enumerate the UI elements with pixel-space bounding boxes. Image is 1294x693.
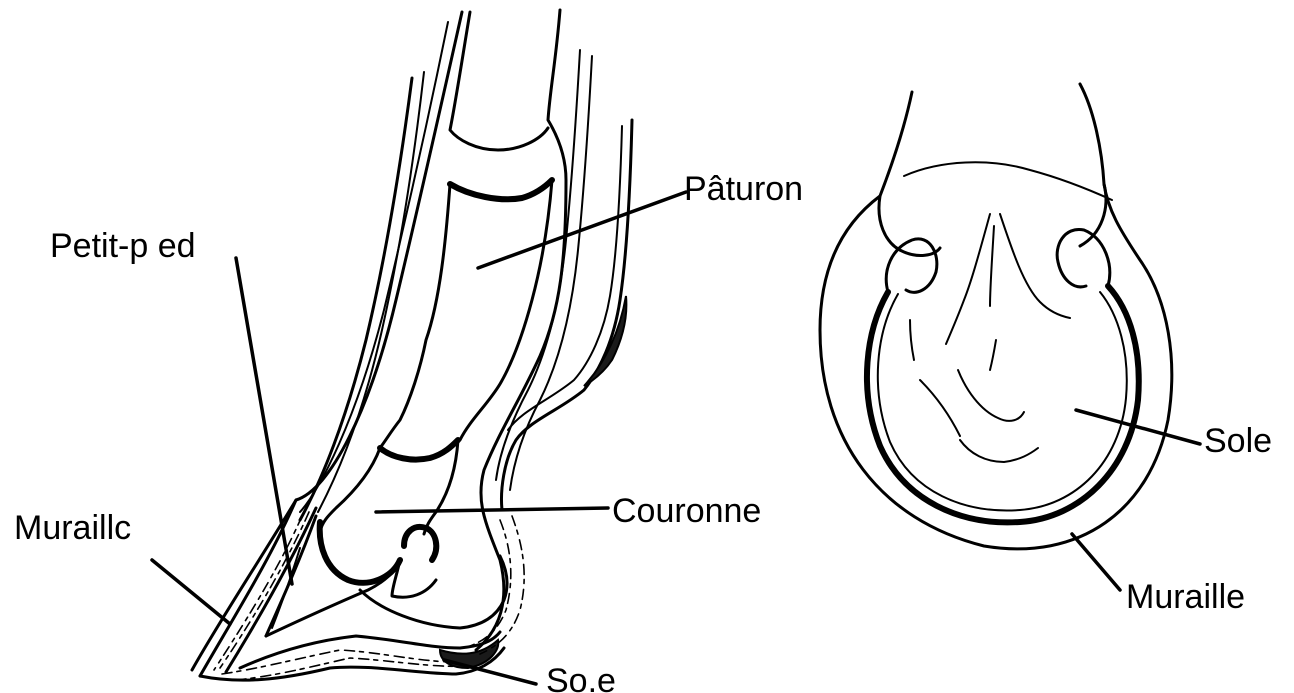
label-sole-side: So.e bbox=[546, 662, 616, 693]
label-muraille-bottom: Muraille bbox=[1126, 578, 1245, 616]
leader-muraille-side bbox=[152, 560, 230, 624]
hoof-wall-outer bbox=[820, 84, 1172, 549]
heel-top-curve bbox=[904, 162, 1112, 200]
sole-crease-2 bbox=[990, 340, 996, 370]
rear-skin-outline bbox=[476, 10, 566, 650]
label-petit-pied: Petit-p ed bbox=[50, 227, 196, 265]
rear-skin-shadow bbox=[584, 296, 626, 386]
bottom-view-hoof bbox=[820, 84, 1172, 549]
leader-couronne bbox=[376, 508, 608, 512]
labels: Pâturon Petit-p ed Couronne Muraillc So.… bbox=[14, 170, 1272, 693]
label-couronne: Couronne bbox=[612, 492, 761, 530]
hoof-wall-inner bbox=[867, 286, 1139, 522]
label-muraille-side: Muraillc bbox=[14, 509, 131, 547]
label-sole-bottom: Sole bbox=[1204, 422, 1272, 460]
coffin-joint-curve bbox=[320, 522, 400, 583]
short-pastern-joint-upper bbox=[380, 440, 458, 460]
hoof-wall-inner-2 bbox=[878, 292, 1127, 510]
long-pastern-joint-upper bbox=[450, 180, 552, 199]
sole-crease-1 bbox=[910, 320, 914, 360]
front-skin-outline bbox=[192, 12, 462, 670]
leader-muraille-bottom bbox=[1072, 534, 1120, 590]
frog-cleft bbox=[990, 226, 994, 306]
frog-apex bbox=[958, 370, 1024, 421]
side-view-hoof bbox=[192, 10, 632, 680]
leader-lines bbox=[152, 192, 1200, 684]
heel-texture-2 bbox=[480, 516, 524, 654]
navicular-bone bbox=[404, 527, 436, 560]
long-pastern-bone-top bbox=[450, 12, 548, 150]
frog-center bbox=[946, 214, 990, 344]
navicular-outline bbox=[392, 560, 436, 597]
label-paturon: Pâturon bbox=[684, 170, 803, 208]
sole-crease-4 bbox=[920, 380, 960, 436]
hoof-wall-front-texture bbox=[214, 516, 302, 670]
long-pastern-bone-right bbox=[460, 180, 552, 440]
frog-outline bbox=[360, 556, 507, 628]
sole-crease-3 bbox=[960, 440, 1038, 462]
rear-tendon-2 bbox=[510, 56, 592, 490]
front-skin-inner-line bbox=[300, 22, 448, 512]
heel-bulb-right-fold bbox=[1057, 229, 1110, 286]
leader-petit-pied bbox=[236, 258, 292, 584]
